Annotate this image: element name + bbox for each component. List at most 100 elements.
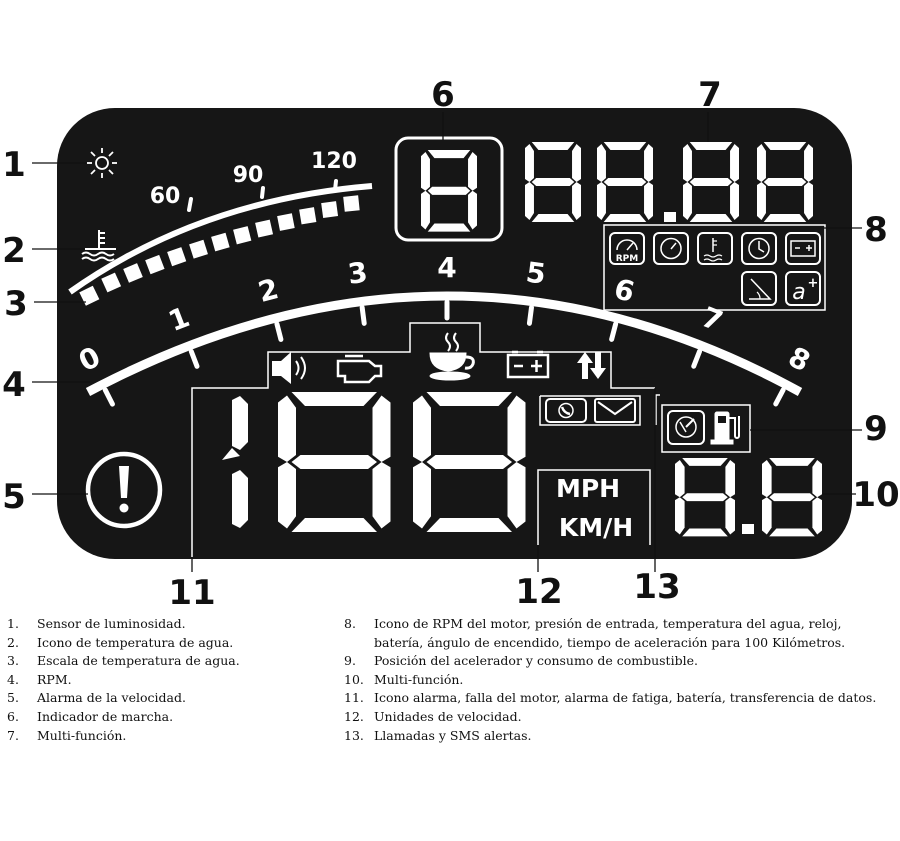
- legend-item-text: Icono alarma, falla del motor, alarma de…: [374, 690, 877, 706]
- legend-item: 11. Icono alarma, falla del motor, alarma…: [344, 689, 884, 708]
- legend-item: 8.Icono de RPM del motor, presión de ent…: [344, 615, 884, 652]
- legend-item: 4.RPM.: [7, 671, 327, 690]
- callout-9: 9: [864, 409, 888, 449]
- legend-item-number: 12.: [344, 708, 364, 724]
- callout-12: 12: [515, 572, 562, 612]
- phone-icon: [545, 398, 587, 423]
- rpm-tick: [773, 387, 786, 407]
- status-icons-group: RPM: [603, 224, 826, 311]
- rpm-tick: [526, 304, 534, 326]
- alarm-icons-row: [191, 322, 655, 557]
- ignition-angle-icon: [741, 271, 777, 306]
- legend-item: 2. Icono de temperatura de agua.: [7, 634, 327, 653]
- legend-item-number: 5.: [7, 690, 19, 706]
- legend-item-number: 7.: [7, 727, 19, 743]
- callout-1: 1: [2, 145, 26, 185]
- legend-item-number: 11.: [344, 690, 364, 706]
- legend-item: 12. Unidades de velocidad.: [344, 708, 884, 727]
- legend-item-text: Multi-función.: [374, 671, 464, 687]
- callout-3: 3: [4, 284, 28, 324]
- temp-scale-block: [233, 226, 252, 245]
- data-transfer-icon: [577, 352, 606, 379]
- water-temp-icon: [697, 232, 733, 265]
- legend-item: 1.Sensor de luminosidad.: [7, 615, 327, 634]
- multi-function-bottom-display: [675, 458, 822, 536]
- legend-item-text: Llamadas y SMS alertas.: [374, 727, 532, 743]
- temp-scale-block: [321, 201, 339, 219]
- legend-item: 13. Llamadas y SMS alertas.: [344, 727, 884, 746]
- legend-item-text: Alarma de la velocidad.: [37, 690, 186, 706]
- battery-icon: [506, 350, 550, 379]
- callout-13: 13: [633, 567, 680, 607]
- temp-scale-block: [167, 247, 187, 267]
- clock-icon: [741, 232, 777, 265]
- temp-scale-tick: [260, 186, 265, 199]
- coffee-cup-icon: [429, 332, 475, 381]
- temp-scale-block: [101, 272, 122, 293]
- callout-numbers: 1 2 3 4 5 6 7 8 9 10 11 12 13: [2, 75, 900, 613]
- rpm-icon-text: RPM: [616, 254, 639, 264]
- temp-scale-block: [79, 285, 100, 306]
- fuel-pump-icon: [710, 411, 740, 445]
- legend-item-number: 3.: [7, 653, 19, 669]
- callout-7: 7: [698, 75, 722, 115]
- temp-scale-block: [343, 195, 360, 212]
- legend-right: 8.Icono de RPM del motor, presión de ent…: [344, 615, 884, 745]
- rpm-tick: [188, 348, 200, 369]
- temp-scale-block: [277, 213, 295, 231]
- unit-mph: MPH: [556, 474, 620, 503]
- legend-item-text: Escala de temperatura de agua.: [37, 653, 240, 669]
- rpm-tick: [359, 304, 367, 326]
- callout-5: 5: [2, 477, 26, 517]
- call-sms-icons: [539, 395, 641, 426]
- temp-scale-label-120: 120: [311, 149, 357, 174]
- sun-icon: [87, 148, 117, 178]
- callout-6: 6: [431, 75, 455, 115]
- thermometer-water-icon: [81, 230, 116, 262]
- gear-indicator: [394, 136, 504, 242]
- rpm-tick: [274, 321, 284, 342]
- legend-item-text: Indicador de marcha.: [37, 708, 174, 724]
- pressure-gauge-icon: [653, 232, 689, 265]
- temp-scale-block: [211, 232, 230, 252]
- speed-display: [222, 392, 526, 532]
- temp-scale-block: [189, 239, 208, 259]
- legend-item-text: Icono de temperatura de agua.: [37, 634, 234, 650]
- throttle-icon: [667, 410, 705, 445]
- temp-scale-tick: [187, 197, 193, 212]
- callout-4: 4: [2, 365, 26, 405]
- temp-scale-block: [299, 207, 317, 225]
- legend-item: 10.Multi-función.: [344, 671, 884, 690]
- legend-item-text: Posición del acelerador y consumo de com…: [374, 653, 698, 669]
- engine-icon: [336, 354, 383, 384]
- temp-scale-block: [123, 263, 143, 283]
- temp-scale-label-60: 60: [150, 184, 181, 209]
- speaker-icon: [272, 352, 306, 384]
- rpm-tick: [609, 321, 619, 342]
- speed-units: MPH KM/H: [537, 469, 651, 545]
- rpm-gauge-icon: RPM: [609, 232, 645, 265]
- temp-scale-tick: [333, 179, 338, 192]
- legend-item: 6.Indicador de marcha.: [7, 708, 327, 727]
- acceleration-icon-plus: +: [808, 276, 819, 291]
- legend-left: 1.Sensor de luminosidad.2. Icono de tempe…: [7, 615, 327, 745]
- temp-scale-block: [255, 219, 274, 238]
- legend-item-number: 2.: [7, 634, 19, 650]
- legend-item-text: Icono de RPM del motor, presión de entra…: [374, 616, 846, 650]
- callout-10: 10: [852, 475, 899, 515]
- legend-item: 7.Multi-función.: [7, 727, 327, 746]
- acceleration-icon-symbol: a: [792, 280, 805, 305]
- temp-scale-block: [145, 254, 165, 275]
- exclamation-circle-icon: [85, 451, 163, 529]
- unit-kmh: KM/H: [559, 513, 633, 542]
- rpm-scale-label: 4: [437, 251, 456, 284]
- rpm-scale-label: 3: [346, 256, 370, 291]
- legend-item-text: Unidades de velocidad.: [374, 708, 522, 724]
- legend-item-number: 9.: [344, 653, 356, 669]
- throttle-fuel-icons: [655, 394, 751, 453]
- acceleration-icon: a +: [785, 271, 821, 306]
- legend-item-number: 13.: [344, 727, 364, 743]
- water-temp-scale: 60 90 120: [68, 149, 373, 306]
- legend-item-number: 1.: [7, 616, 19, 631]
